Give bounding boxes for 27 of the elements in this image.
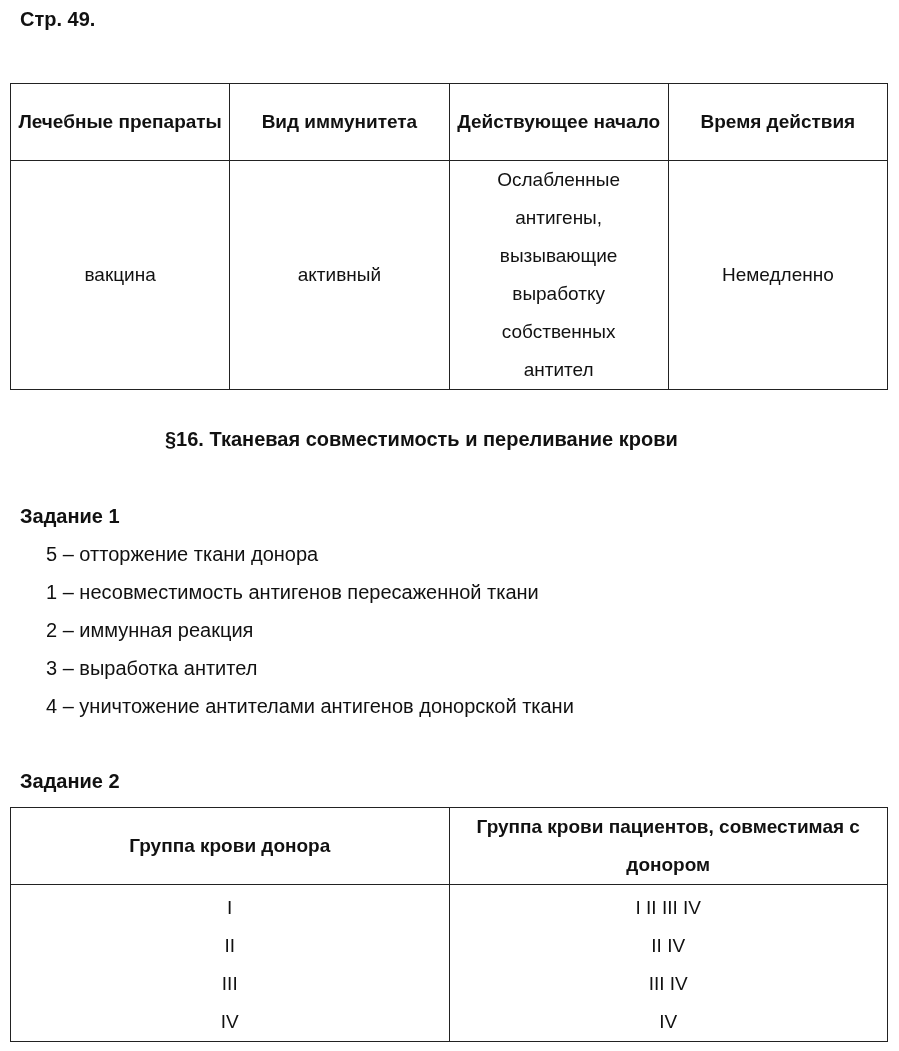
column-header-cell: Группа крови пациентов, совместимая с донором [449, 807, 888, 885]
section-heading: §16. Тканевая совместимость и переливание крови [165, 428, 678, 451]
table-cell: вакцина [10, 160, 230, 390]
task-heading: Задание 1 [20, 505, 120, 528]
table-cell: IV [10, 1003, 449, 1042]
column-header-cell: Вид иммунитета [229, 83, 449, 161]
answer-line: 4 – уничтожение антителами антигенов донорской ткани [46, 695, 574, 718]
table-cell: I II III IV [449, 884, 888, 927]
table-cell: III IV [449, 965, 888, 1003]
table-cell: II [10, 927, 449, 965]
column-header-cell: Действующее начало [449, 83, 669, 161]
answer-line: 5 – отторжение ткани донора [46, 543, 319, 566]
table-cell: активный [229, 160, 449, 390]
table-cell: III [10, 965, 449, 1003]
table-cell: IV [449, 1003, 888, 1042]
answer-line: 2 – иммунная реакция [46, 619, 254, 642]
table-cell: II IV [449, 927, 888, 965]
page-number-heading: Стр. 49. [20, 8, 96, 31]
column-header-cell: Лечебные препараты [10, 83, 230, 161]
answer-line: 1 – несовместимость антигенов пересаженной ткани [46, 581, 539, 604]
task-heading: Задание 2 [20, 770, 120, 793]
table-cell: Ослабленные антигены, вызывающие выработку собственных антител [449, 160, 669, 390]
table-cell: Немедленно [668, 160, 888, 390]
answer-line: 3 – выработка антител [46, 657, 258, 680]
column-header-cell: Группа крови донора [10, 807, 449, 885]
column-header-cell: Время действия [668, 83, 888, 161]
table-cell: I [10, 884, 449, 927]
